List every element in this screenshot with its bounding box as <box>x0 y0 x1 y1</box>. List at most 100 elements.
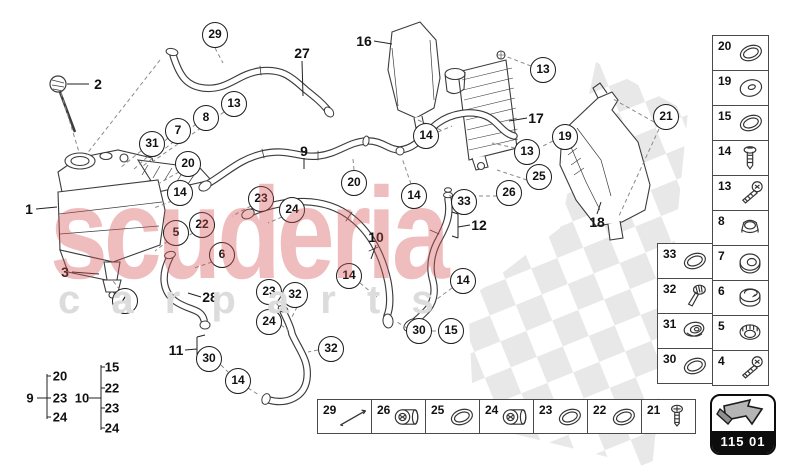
callout-25: 25 <box>526 164 552 190</box>
part-number: 13 <box>718 179 732 193</box>
bracket-item-15: 15 <box>104 359 120 375</box>
sidebar-inner-cell-30: 30 <box>657 348 713 384</box>
oring-icon <box>612 408 635 425</box>
grommet-icon <box>739 253 761 274</box>
callout-24: 24 <box>256 309 282 335</box>
part-number: 22 <box>593 403 607 417</box>
callout-24: 24 <box>279 197 305 223</box>
callout-26: 26 <box>496 180 522 206</box>
part-number: 14 <box>718 144 732 158</box>
part-number: 6 <box>718 284 725 298</box>
sidebar-cell-5: 5 <box>712 315 769 351</box>
plug-icon <box>687 284 706 307</box>
callout-21: 21 <box>653 104 679 130</box>
callout-32: 32 <box>282 282 308 308</box>
legend-cell-23: 23 <box>533 399 588 434</box>
oring-icon <box>739 44 762 62</box>
part-number: 15 <box>718 109 732 123</box>
sidebar-inner-cell-33: 33 <box>657 243 713 279</box>
bolt-icon <box>741 356 763 379</box>
part-number: 31 <box>663 317 677 331</box>
callout-20: 20 <box>175 151 201 177</box>
part-label-27: 27 <box>294 45 310 61</box>
part-number: 29 <box>323 403 337 417</box>
callout-22: 22 <box>189 212 215 238</box>
fitting-icon <box>502 408 527 425</box>
part-label-3: 3 <box>61 264 69 280</box>
bracket-item-22: 22 <box>104 380 120 396</box>
level-sensor <box>102 261 122 299</box>
sidebar-cell-19: 19 <box>712 70 769 106</box>
callout-7: 7 <box>165 118 191 144</box>
sidebar-cell-15: 15 <box>712 105 769 141</box>
sidebar-cell-4: 4 <box>712 350 769 386</box>
callout-19: 19 <box>552 124 578 150</box>
legend-cell-26: 26 <box>371 399 426 434</box>
screw-icon <box>743 146 757 170</box>
part-label-9: 9 <box>300 143 308 159</box>
callout-14: 14 <box>336 263 362 289</box>
callout-29: 29 <box>202 22 228 48</box>
bracket-lines <box>37 365 105 430</box>
part-number: 24 <box>485 403 499 417</box>
callout-33: 33 <box>451 189 477 215</box>
part-number: 23 <box>539 403 553 417</box>
tank-cap <box>49 75 77 133</box>
sidebar-cell-6: 6 <box>712 280 769 316</box>
grommet-flanged-icon <box>683 321 705 337</box>
bracket-item-24: 24 <box>52 409 68 425</box>
part-number: 30 <box>663 352 677 366</box>
sidebar-inner-cell-31: 31 <box>657 313 713 349</box>
part-number: 32 <box>663 282 677 296</box>
radiator <box>444 50 519 171</box>
bracket-group-label-10: 10 <box>74 390 90 406</box>
oring-icon <box>683 357 706 375</box>
fitting-icon <box>394 408 419 425</box>
bracket-item-24: 24 <box>104 420 120 436</box>
bracket-item-23: 23 <box>52 390 68 406</box>
part-label-10: 10 <box>368 229 384 245</box>
coolant-hoses <box>160 47 518 406</box>
legend-cell-29: 29 <box>317 399 372 434</box>
callout-14: 14 <box>225 368 251 394</box>
callout-13: 13 <box>514 139 540 165</box>
legend-cell-21: 21 <box>641 399 696 434</box>
part-number: 4 <box>718 354 725 368</box>
callout-14: 14 <box>401 183 427 209</box>
sidebar-cell-8: 8 <box>712 210 769 246</box>
direction-arrow-icon <box>716 398 764 426</box>
sidebar-cell-20: 20 <box>712 35 769 71</box>
callout-14: 14 <box>413 123 439 149</box>
expansion-tank <box>57 149 213 282</box>
callout-13: 13 <box>530 57 556 83</box>
section-code-badge: 115 01 <box>710 394 776 455</box>
callout-31: 31 <box>139 131 165 157</box>
callout-15: 15 <box>438 318 464 344</box>
bracket-group-label-9: 9 <box>26 390 34 406</box>
sidebar-inner-cell-32: 32 <box>657 278 713 314</box>
bracket-item-23: 23 <box>104 400 120 416</box>
callout-32: 32 <box>318 336 344 362</box>
callout-5: 5 <box>163 220 189 246</box>
callout-13: 13 <box>221 91 247 117</box>
callout-30: 30 <box>406 318 432 344</box>
part-label-28: 28 <box>202 289 218 305</box>
oring-icon <box>558 408 581 425</box>
oring-icon <box>683 252 706 270</box>
nut-icon <box>741 219 759 234</box>
part-number: 20 <box>718 39 732 53</box>
sidebar-cell-14: 14 <box>712 140 769 176</box>
part-label-18: 18 <box>589 214 605 230</box>
oring-icon <box>739 114 762 132</box>
callout-14: 14 <box>450 268 476 294</box>
callout-20: 20 <box>341 170 367 196</box>
part-number: 8 <box>718 214 725 228</box>
callout-6: 6 <box>209 242 235 268</box>
part-number: 5 <box>718 319 725 333</box>
legend-cell-24: 24 <box>479 399 534 434</box>
